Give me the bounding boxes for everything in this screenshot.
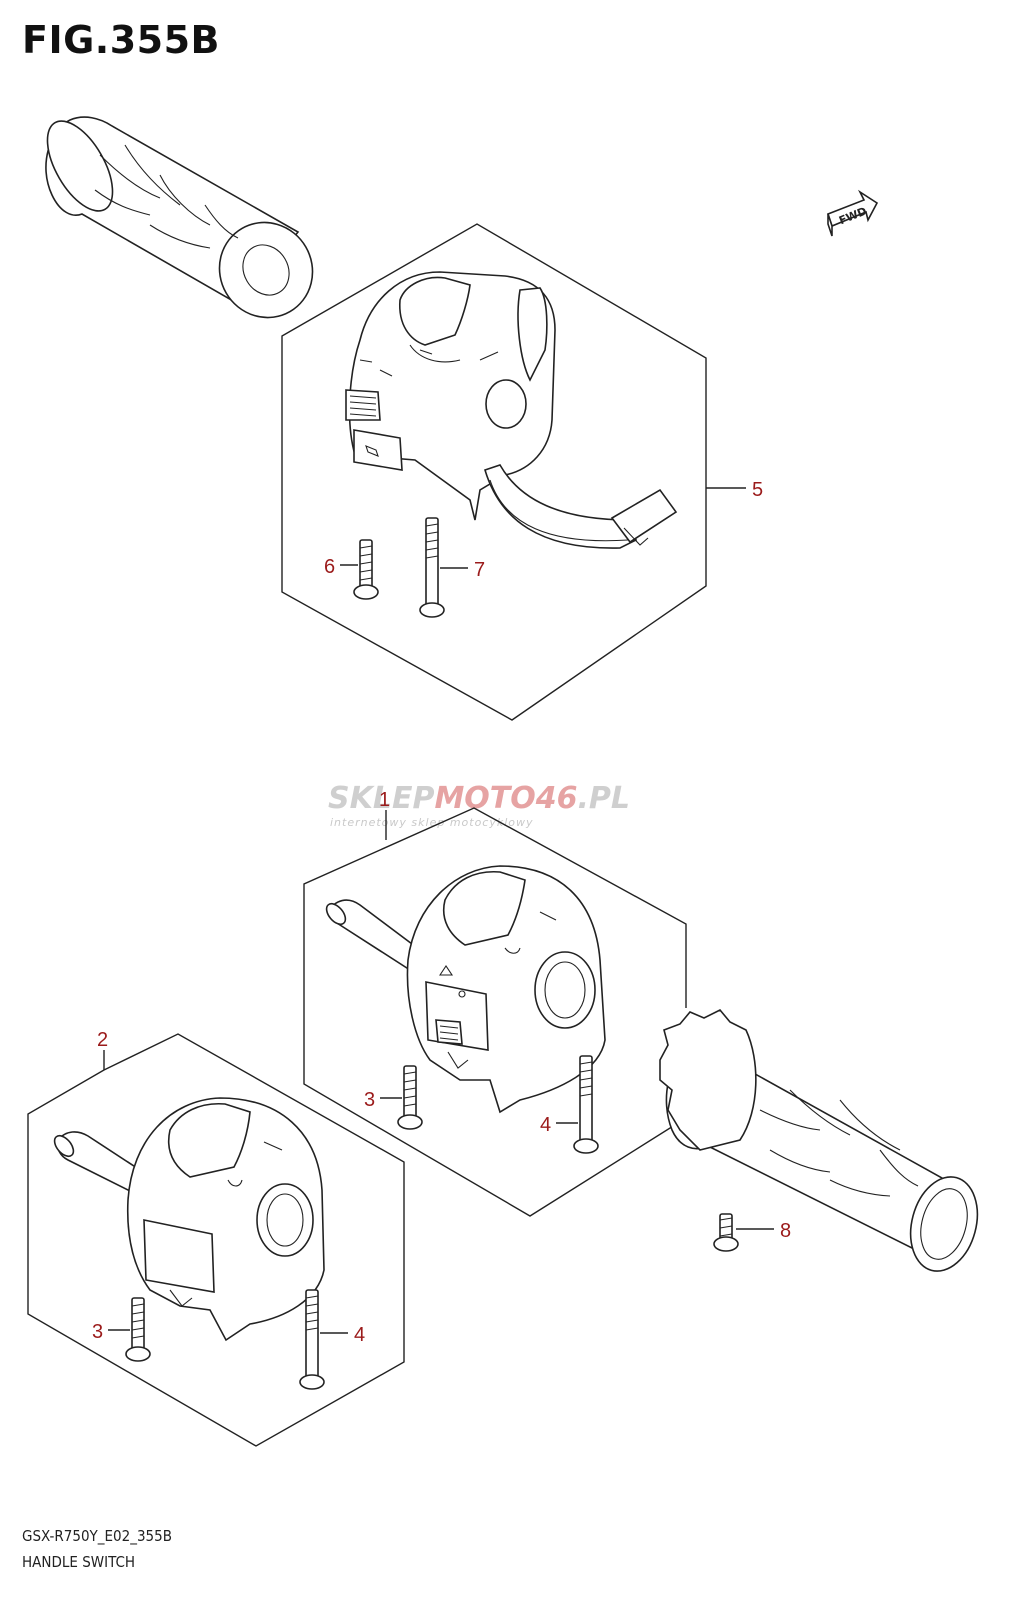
callout-4-upper: 4 xyxy=(540,1114,551,1136)
fwd-arrow-icon: FWD xyxy=(827,189,879,237)
footer-model-code: GSX-R750Y_E02_355B xyxy=(22,1527,172,1545)
callout-5: 5 xyxy=(752,479,763,501)
watermark: SKLEPMOTO46.PL internetowy sklep motocyk… xyxy=(328,781,630,829)
leader-lines xyxy=(103,487,774,1334)
callout-2: 2 xyxy=(97,1029,108,1051)
grip-left xyxy=(45,116,314,319)
watermark-tagline: internetowy sklep motocyklowy xyxy=(330,816,534,829)
screw-6 xyxy=(353,539,379,600)
assembly-5-outline xyxy=(281,223,707,721)
grip-right xyxy=(659,1009,979,1272)
screw-4-lower xyxy=(299,1289,325,1390)
left-handle-switch-2 xyxy=(53,1097,325,1342)
footer-section-name: HANDLE SWITCH xyxy=(22,1553,136,1571)
callout-7: 7 xyxy=(474,559,485,581)
watermark-part1: SKLEP xyxy=(328,781,434,816)
figure-title: FIG.355B xyxy=(22,18,221,62)
callouts: 5 6 7 1 2 3 4 8 3 4 xyxy=(92,479,791,1346)
right-handle-switch xyxy=(345,271,678,549)
left-handle-switch-1 xyxy=(325,865,606,1114)
screw-7 xyxy=(419,517,445,618)
assembly-1-outline xyxy=(303,807,687,1217)
watermark-part2: MOTO xyxy=(434,781,535,816)
watermark-part4: .PL xyxy=(578,781,631,816)
callout-3-upper: 3 xyxy=(364,1089,375,1111)
screw-3-upper xyxy=(397,1065,423,1130)
assembly-2-outline xyxy=(27,1033,405,1447)
callout-8: 8 xyxy=(780,1220,791,1242)
callout-3-lower: 3 xyxy=(92,1321,103,1343)
screw-4-upper xyxy=(573,1055,599,1154)
screw-3-lower xyxy=(125,1297,151,1362)
svg-text:SKLEPMOTO46.PL: SKLEPMOTO46.PL xyxy=(328,781,630,816)
callout-4-lower: 4 xyxy=(354,1324,365,1346)
screw-8 xyxy=(713,1213,739,1252)
callout-1: 1 xyxy=(379,789,390,811)
callout-6: 6 xyxy=(324,556,335,578)
watermark-part3: 46 xyxy=(535,781,578,816)
